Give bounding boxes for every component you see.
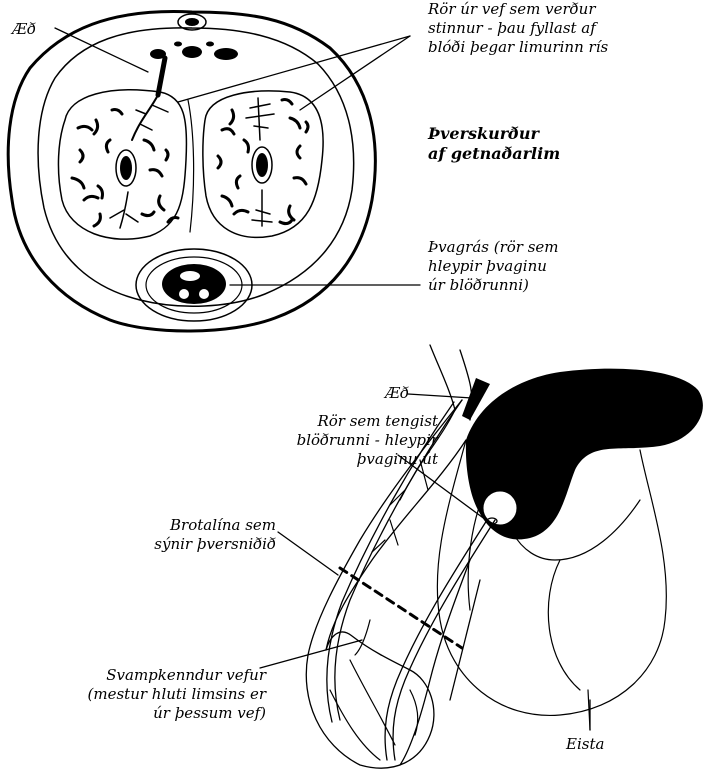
label-erectile-tubes-line3: blóði þegar limurinn rís — [428, 38, 608, 57]
label-urethra-tube-line3: þvaginu út — [178, 450, 438, 469]
label-urethra-line2: hleypir þvaginu — [428, 257, 559, 276]
label-urethra-line3: úr blöðrunni) — [428, 276, 559, 295]
diagram-title-line2: af getnaðarlim — [428, 144, 560, 164]
label-urethra-tube-line2: blöðrunni - hleypir — [178, 431, 438, 450]
label-cut-line: Brotalína sem sýnir þversniðið — [20, 516, 276, 554]
dorsal-vein-mid — [182, 46, 202, 58]
label-vein-top: Æð — [12, 20, 36, 39]
vein-side — [430, 345, 455, 410]
side-view — [306, 345, 703, 768]
label-erectile-tubes: Rör úr vef sem verður stinnur - þau fyll… — [428, 0, 608, 57]
label-urethra-line1: Þvagrás (rör sem — [428, 238, 559, 257]
label-urethra-tube-line1: Rör sem tengist — [178, 412, 438, 431]
urethra-tube — [393, 520, 495, 760]
label-spongy-tissue-line3: úr þessum vef) — [10, 704, 266, 723]
diagram-title-line1: Þverskurður — [428, 124, 560, 144]
label-cut-line-line1: Brotalína sem — [20, 516, 276, 535]
label-erectile-tubes-line2: stinnur - þau fyllast af — [428, 19, 608, 38]
leader-lines-top — [55, 28, 420, 285]
label-spongy-tissue-line2: (mestur hluti limsins er — [10, 685, 266, 704]
label-cut-line-line2: sýnir þversniðið — [20, 535, 276, 554]
dorsal-vein-right — [214, 48, 238, 60]
label-spongy-tissue: Svampkenndur vefur (mestur hluti limsins… — [10, 666, 266, 723]
vein-branch — [158, 58, 165, 95]
urethra — [162, 264, 226, 304]
diagram-title: Þverskurður af getnaðarlim — [428, 124, 560, 164]
label-erectile-tubes-line1: Rör úr vef sem verður — [428, 0, 608, 19]
label-urethra-tube: Rör sem tengist blöðrunni - hleypir þvag… — [178, 412, 438, 469]
label-testis: Eista — [566, 735, 604, 754]
testis — [548, 560, 580, 690]
shaft-top — [326, 440, 466, 650]
cross-section — [8, 12, 375, 331]
label-spongy-tissue-line1: Svampkenndur vefur — [10, 666, 266, 685]
label-urethra: Þvagrás (rör sem hleypir þvaginu úr blöð… — [428, 238, 559, 295]
label-vein-side: Æð — [385, 384, 409, 403]
